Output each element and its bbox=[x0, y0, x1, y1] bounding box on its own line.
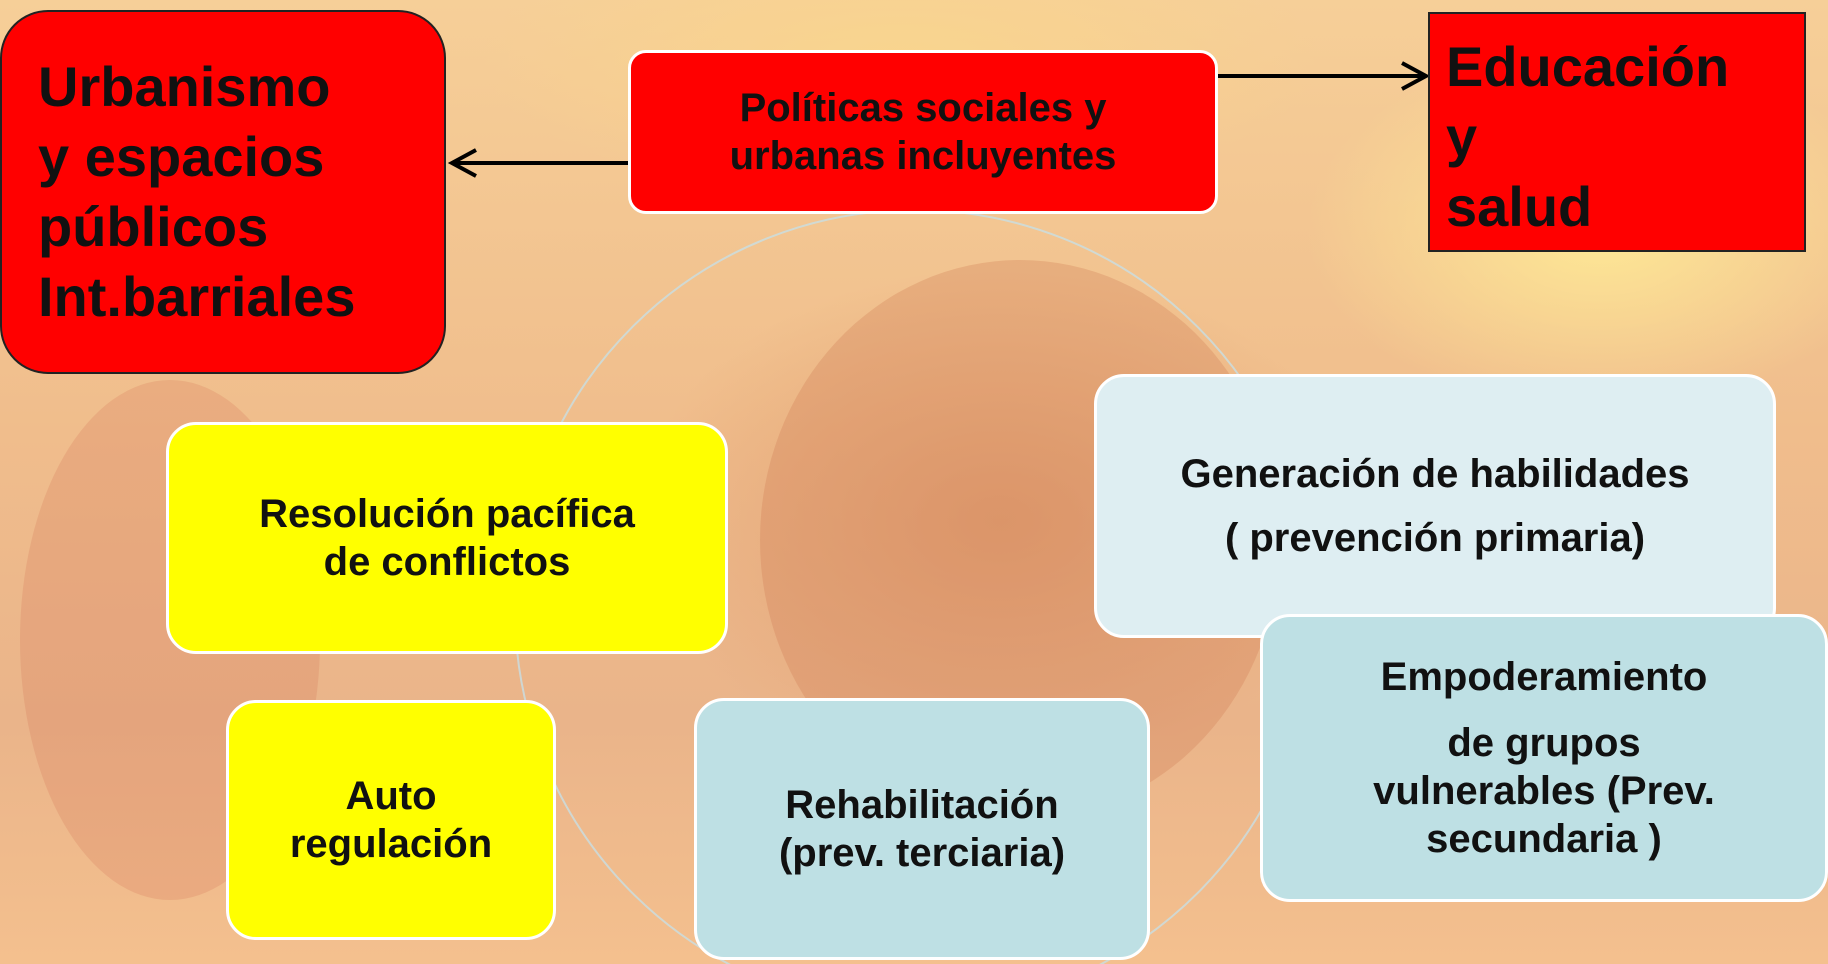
educacion-line-3: salud bbox=[1446, 175, 1593, 238]
rehabilitacion-line-1: Rehabilitación bbox=[785, 783, 1059, 827]
resolucion-line-1: Resolución pacífica bbox=[259, 492, 635, 536]
arrow-to-left-head bbox=[447, 148, 477, 178]
politicas-line-1: Políticas sociales y bbox=[739, 86, 1107, 130]
politicas-line-2: urbanas incluyentes bbox=[729, 134, 1117, 178]
educacion-box: Educación y salud bbox=[1428, 12, 1806, 252]
rehabilitacion-box: Rehabilitación (prev. terciaria) bbox=[694, 698, 1150, 960]
generacion-line-2: ( prevención primaria) bbox=[1224, 516, 1646, 560]
resolucion-line-2: de conflictos bbox=[323, 540, 571, 584]
urbanismo-line-2: y espacios bbox=[38, 125, 325, 188]
educacion-line-1: Educación bbox=[1446, 35, 1730, 98]
urbanismo-line-4: Int.barriales bbox=[38, 265, 356, 328]
rehabilitacion-line-2: (prev. terciaria) bbox=[778, 831, 1066, 875]
autorregulacion-line-2: regulación bbox=[289, 822, 493, 866]
autorregulacion-line-1: Auto bbox=[345, 774, 437, 818]
resolucion-box: Resolución pacífica de conflictos bbox=[166, 422, 728, 654]
educacion-line-2: y bbox=[1446, 105, 1478, 168]
empoderamiento-line-2: de grupos bbox=[1447, 721, 1641, 765]
urbanismo-box: Urbanismo y espacios públicos Int.barria… bbox=[0, 10, 446, 374]
generacion-line-1: Generación de habilidades bbox=[1180, 452, 1690, 496]
urbanismo-line-3: públicos bbox=[38, 195, 269, 258]
politicas-box: Políticas sociales y urbanas incluyentes bbox=[628, 50, 1218, 214]
generacion-box: Generación de habilidades ( prevención p… bbox=[1094, 374, 1776, 638]
arrow-to-right-head bbox=[1401, 61, 1431, 91]
empoderamiento-box: Empoderamiento de grupos vulnerables (Pr… bbox=[1260, 614, 1828, 902]
urbanismo-line-1: Urbanismo bbox=[38, 55, 331, 118]
empoderamiento-line-4: secundaria ) bbox=[1426, 817, 1662, 861]
autorregulacion-box: Auto regulación bbox=[226, 700, 556, 940]
empoderamiento-line-1: Empoderamiento bbox=[1380, 655, 1708, 699]
empoderamiento-line-3: vulnerables (Prev. bbox=[1373, 769, 1715, 813]
